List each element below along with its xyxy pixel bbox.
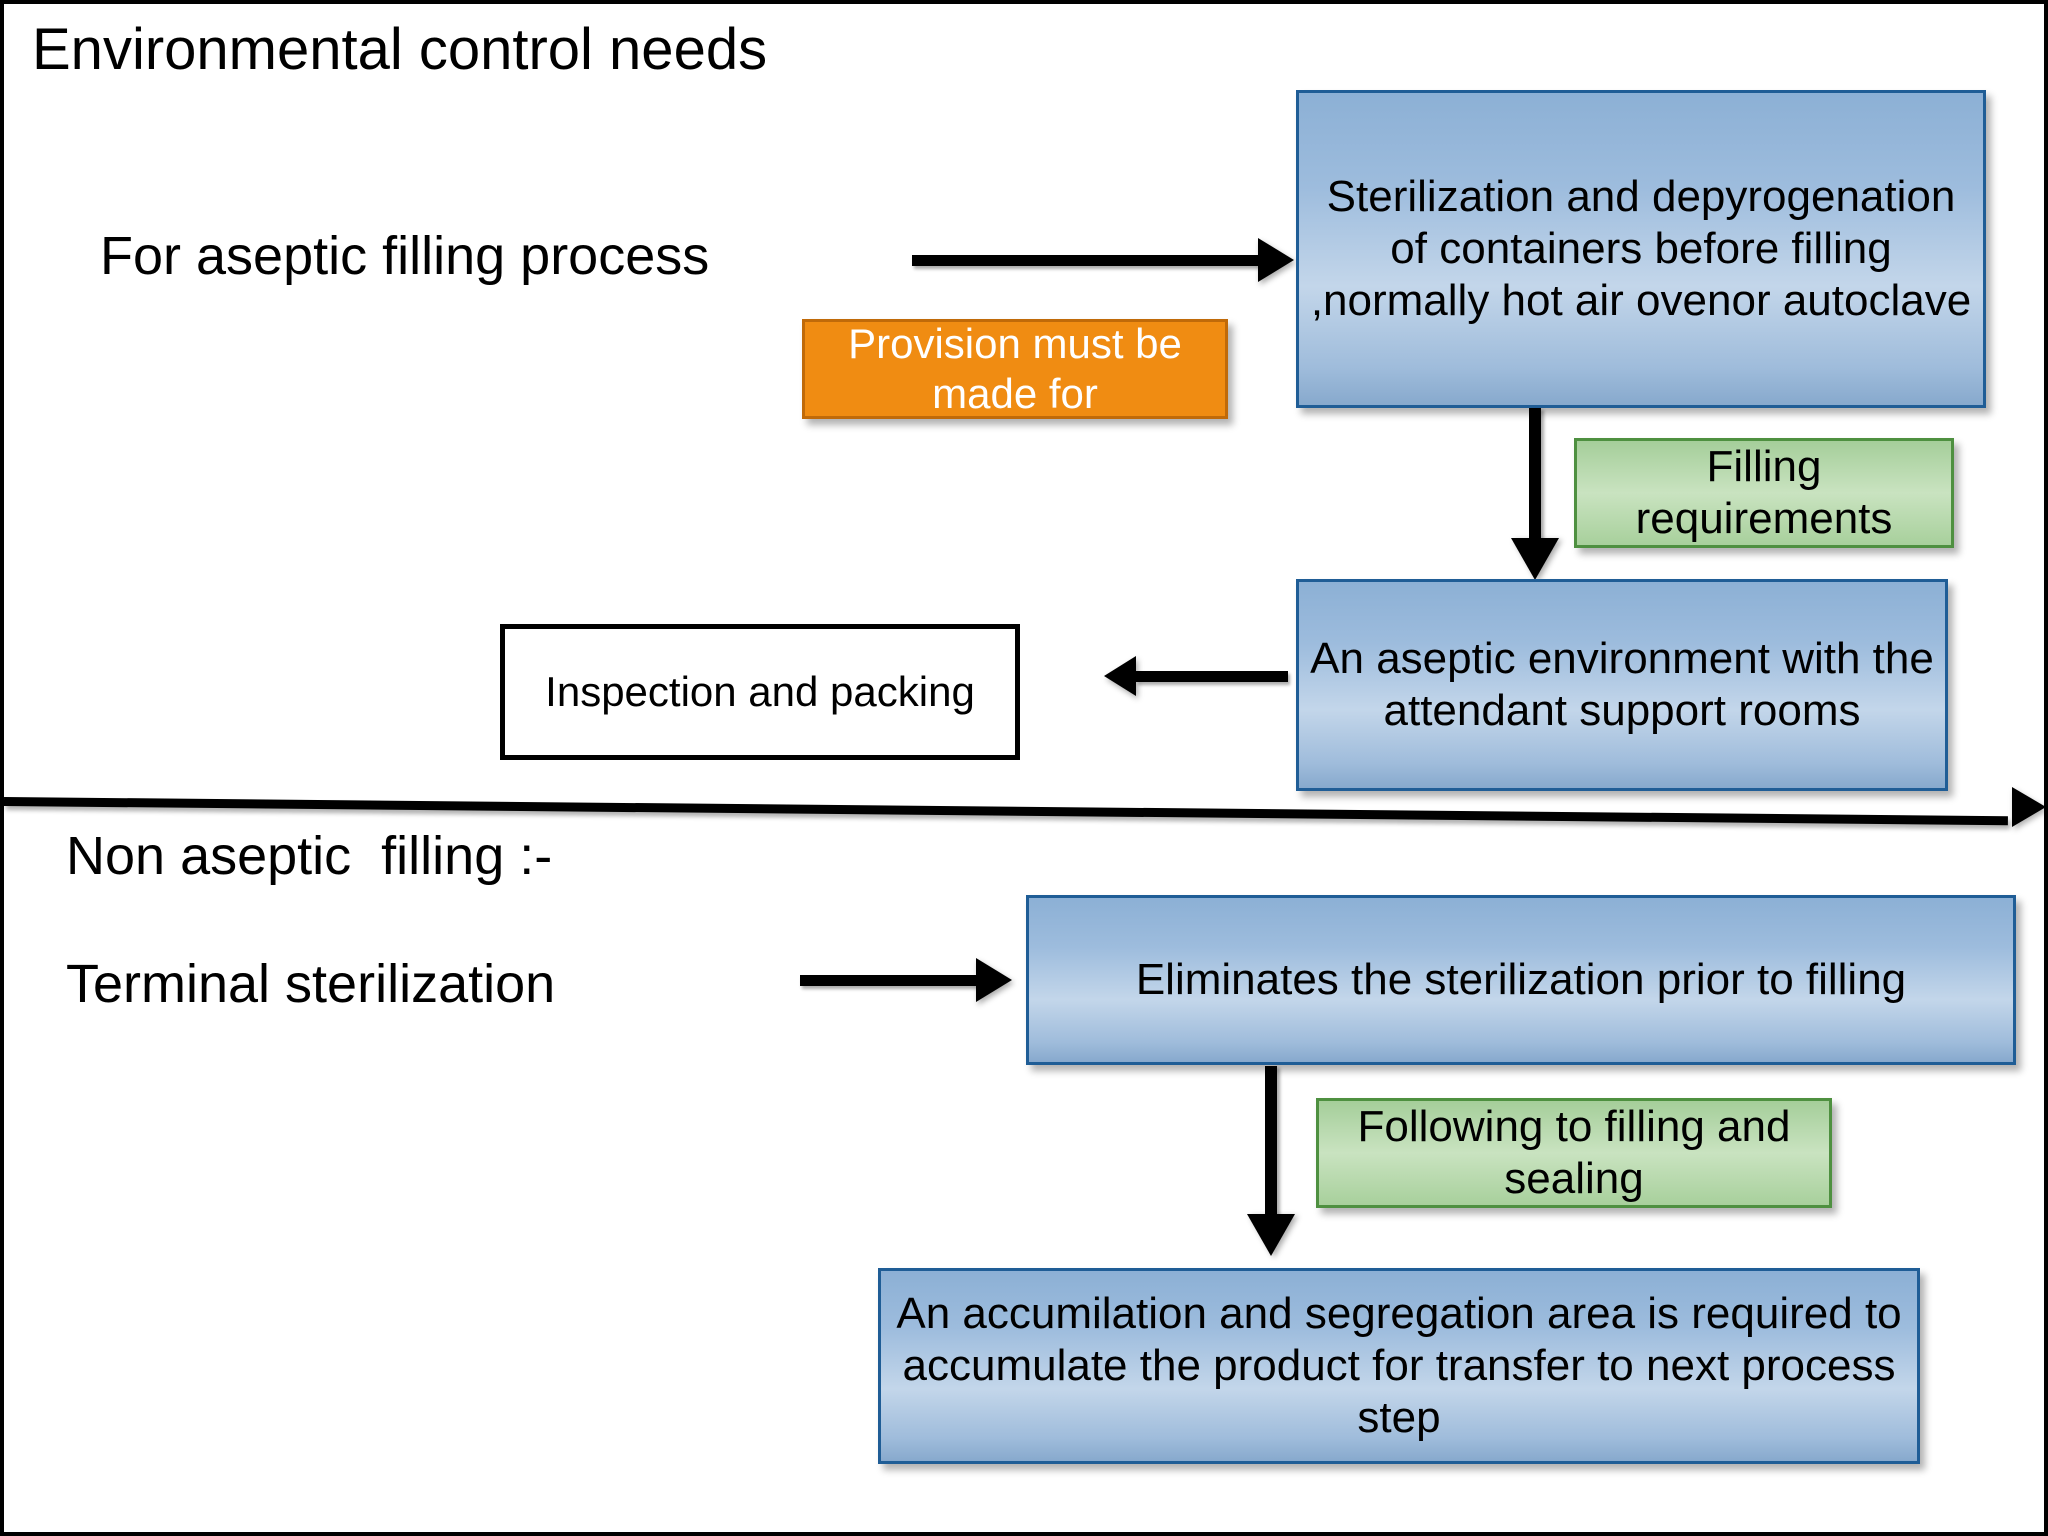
- box-aseptic-environment[interactable]: An aseptic environment with the attendan…: [1296, 579, 1948, 791]
- page-title: Environmental control needs: [32, 17, 768, 82]
- arrow-sterilization-to-aseptic-environment: [1500, 408, 1570, 580]
- box-inspection-text: Inspection and packing: [545, 668, 975, 716]
- arrow-head-right-icon: [976, 958, 1012, 1002]
- arrow-shaft: [1136, 671, 1288, 682]
- box-filling-requirements[interactable]: Filling requirements: [1574, 438, 1954, 548]
- divider-shaft: [4, 797, 2008, 826]
- aseptic-filling-label: For aseptic filling process: [100, 226, 710, 286]
- arrow-shaft: [1265, 1066, 1277, 1216]
- box-following-text: Following to filling and sealing: [1357, 1102, 1791, 1203]
- section-divider-arrow: [4, 777, 2044, 827]
- arrow-head-left-icon: [1104, 656, 1136, 696]
- arrow-aseptic-environment-to-inspection: [1104, 654, 1288, 698]
- arrow-shaft: [912, 255, 1258, 266]
- arrow-terminal-to-eliminates: [800, 956, 1012, 1004]
- box-inspection-and-packing[interactable]: Inspection and packing: [500, 624, 1020, 760]
- terminal-sterilization-label: Terminal sterilization: [66, 954, 556, 1014]
- box-aseptic-environment-text: An aseptic environment with the attendan…: [1310, 634, 1934, 735]
- arrow-head-down-icon: [1511, 538, 1559, 580]
- arrow-head-down-icon: [1247, 1214, 1295, 1256]
- arrow-shaft: [1529, 408, 1541, 540]
- box-sterilization-text: Sterilization and depyrogenation of cont…: [1310, 172, 1972, 325]
- box-filling-requirements-text: Filling requirements: [1635, 442, 1893, 543]
- box-following-to-filling-and-sealing[interactable]: Following to filling and sealing: [1316, 1098, 1832, 1208]
- box-accumulation-text: An accumilation and segregation area is …: [896, 1289, 1902, 1442]
- box-provision-text: Provision must be made for: [848, 320, 1182, 417]
- box-accumulation-segregation-area[interactable]: An accumilation and segregation area is …: [878, 1268, 1920, 1464]
- divider-arrow-head-icon: [2012, 787, 2044, 827]
- box-provision-must-be-made-for[interactable]: Provision must be made for: [802, 319, 1228, 419]
- box-eliminates-text: Eliminates the sterilization prior to fi…: [1135, 955, 1907, 1005]
- arrow-head-right-icon: [1258, 238, 1294, 282]
- arrow-shaft: [800, 975, 976, 986]
- arrow-aseptic-to-sterilization: [912, 236, 1294, 284]
- arrow-eliminates-to-accumulation: [1236, 1066, 1306, 1256]
- box-sterilization-depyrogenation[interactable]: Sterilization and depyrogenation of cont…: [1296, 90, 1986, 408]
- box-eliminates-sterilization[interactable]: Eliminates the sterilization prior to fi…: [1026, 895, 2016, 1065]
- non-aseptic-filling-label: Non aseptic filling :-: [66, 826, 553, 886]
